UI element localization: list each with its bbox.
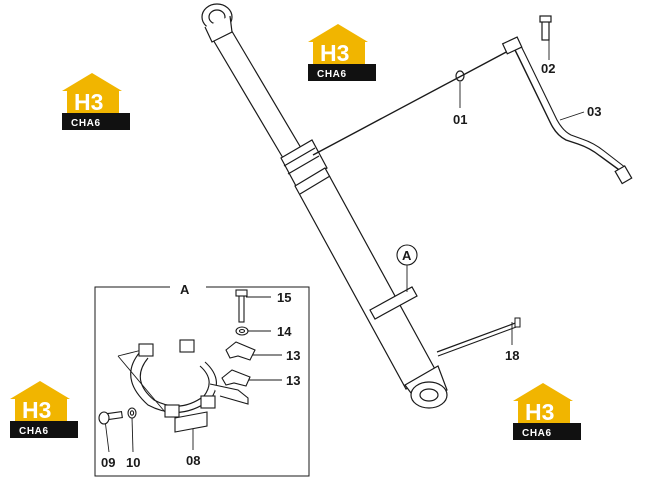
detail-parts [98,289,256,433]
callout-18: 18 [505,348,519,363]
callout-02: 02 [541,61,555,76]
callout-13-lower: 13 [286,373,300,388]
hydraulic-lines [312,15,633,357]
watermark-cha6: CHA6 [522,428,552,439]
watermark-h3: H3 [74,89,103,115]
detail-frame [94,286,310,477]
watermark-h3: H3 [320,40,349,66]
hydraulic-cylinder [201,3,448,409]
pipe-clip-01 [455,70,465,82]
watermark-h3: H3 [22,397,51,423]
callout-14: 14 [277,324,292,339]
watermark-cha6: CHA6 [19,426,49,437]
watermark-logo: H3 CHA6 [513,383,581,440]
callout-01: 01 [453,112,467,127]
callout-09: 09 [101,455,115,470]
bolt-02 [541,19,550,41]
detail-marker-label: A [402,248,412,263]
watermark-cha6: CHA6 [71,118,101,129]
callout-15: 15 [277,290,291,305]
bolt-15 [238,293,245,323]
detail-title: A [180,282,190,297]
callout-08: 08 [186,453,200,468]
watermark-logo: H3 CHA6 [308,24,376,81]
hose-connector [501,36,523,55]
watermark-logo: H3 CHA6 [62,73,130,130]
cylinder-rod [211,27,302,159]
clamp-upper-13 [225,341,256,361]
callout-13-upper: 13 [286,348,300,363]
hose-03 [511,43,623,173]
watermark-cha6: CHA6 [317,69,347,80]
pipe-01 [312,49,511,156]
callouts: 01 02 03 18 15 14 13 13 09 10 08 [101,61,601,470]
watermark-logo: H3 CHA6 [10,381,78,438]
clamp-lower-13 [221,369,251,387]
cylinder-barrel [294,167,437,390]
hose-bracket [369,286,418,320]
callout-03: 03 [587,104,601,119]
rod-18 [436,321,519,353]
detail-marker: A [396,244,418,266]
hose-end-fitting [614,165,633,185]
callout-10: 10 [126,455,140,470]
watermark-h3: H3 [525,399,554,425]
